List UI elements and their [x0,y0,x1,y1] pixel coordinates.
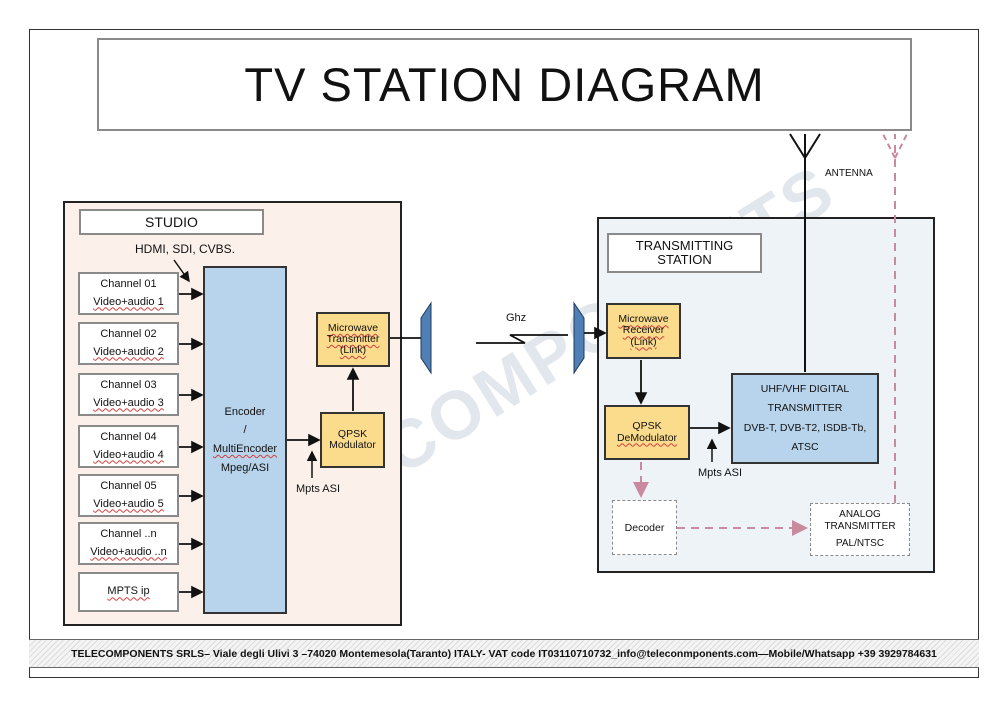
mw-tx-line3: (Link) [339,344,367,356]
channel-name: Channel 04 [100,431,157,444]
channel-name: Channel 05 [100,480,157,493]
decoder-box: Decoder [612,500,677,555]
analog-line2: TRANSMITTER [824,520,896,532]
qpsk-demodulator: QPSK DeModulator [604,405,690,460]
encoder-block: Encoder / MultiEncoder Mpeg/ASI [203,266,287,614]
mpts-ip-box: MPTS ip [78,572,179,612]
channel-box: Channel 01 Video+audio 1 [78,272,179,315]
station-label-line1: TRANSMITTING [635,238,734,254]
encoder-line3: MultiEncoder [212,443,278,455]
channel-box: Channel 05 Video+audio 5 [78,474,179,517]
channel-name: Channel 01 [100,278,157,291]
studio-label: STUDIO [79,209,264,235]
analog-path [633,134,896,536]
analog-antenna-icon [881,131,909,159]
microwave-transmitter: Microwave Transmitter (Link) [316,312,390,367]
channel-name: Channel 02 [100,328,157,341]
mpts-ip-label: MPTS ip [107,585,150,598]
tx-line3: DVB-T, DVB-T2, ISDB-Tb, [743,421,867,434]
channel-name: Channel 03 [100,379,157,392]
analog-line1: ANALOG [839,509,881,521]
antenna-label: ANTENNA [825,168,873,179]
encoder-line1: Encoder [224,405,266,418]
studio-dish-icon [420,301,432,375]
analog-transmitter: ANALOG TRANSMITTER PAL/NTSC [810,503,910,556]
channel-sub: Video+audio ..n [90,545,167,558]
digital-transmitter: UHF/VHF DIGITAL TRANSMITTER DVB-T, DVB-T… [731,373,879,464]
link-label: Ghz [506,312,527,324]
qpsk-mod-line2: Modulator [329,439,376,451]
channel-box: Channel ..n Video+audio ..n [78,522,179,565]
antenna-icon [789,133,821,159]
page-frame [29,29,979,678]
encoder-line2: / [243,424,247,437]
mw-rx-line3: (Link) [630,335,657,348]
station-label-line2: STATION [657,252,712,267]
qpsk-demod-line1: QPSK [632,420,662,433]
station-label: TRANSMITTING STATION [607,233,762,273]
microwave-receiver: Microwave Receiver (Link) [606,303,681,359]
channel-box: Channel 02 Video+audio 2 [78,322,179,365]
encoder-line4: Mpeg/ASI [220,461,270,474]
tx-line2: TRANSMITTER [767,402,843,415]
qpsk-demod-line2: DeModulator [616,431,678,444]
input-note-arrow [173,259,190,283]
mw-tx-line2: Transmitter [326,332,380,345]
station-mpts-asi-label: Mpts ASI [698,467,743,479]
channel-name: Channel ..n [100,528,157,541]
qpsk-modulator: QPSK Modulator [320,412,385,468]
analog-line3: PAL/NTSC [835,538,885,550]
channel-sub: Video+audio 1 [93,295,164,308]
mw-rx-line1: Microwave [618,313,669,326]
tx-line4: ATSC [791,440,819,453]
studio-input-note: HDMI, SDI, CVBS. [135,242,236,256]
studio-mpts-asi-label: Mpts ASI [296,483,341,495]
microwave-link-icon [476,334,568,344]
footer-bar: TELECOMPONENTS SRLS– Viale degli Ulivi 3… [29,639,979,668]
station-dish-icon [573,301,585,375]
channel-box: Channel 04 Video+audio 4 [78,425,179,468]
mw-rx-line2: Receiver [622,324,665,337]
channel-sub: Video+audio 3 [93,396,164,409]
decoder-label: Decoder [624,521,665,534]
mw-tx-line1: Microwave [327,321,379,334]
channel-sub: Video+audio 4 [93,448,164,461]
page-title: TV STATION DIAGRAM [97,38,912,131]
tx-line1: UHF/VHF DIGITAL [760,382,850,395]
channel-sub: Video+audio 5 [93,497,164,510]
channel-sub: Video+audio 2 [93,345,164,358]
qpsk-mod-line1: QPSK [337,427,368,440]
channel-box: Channel 03 Video+audio 3 [78,373,179,416]
